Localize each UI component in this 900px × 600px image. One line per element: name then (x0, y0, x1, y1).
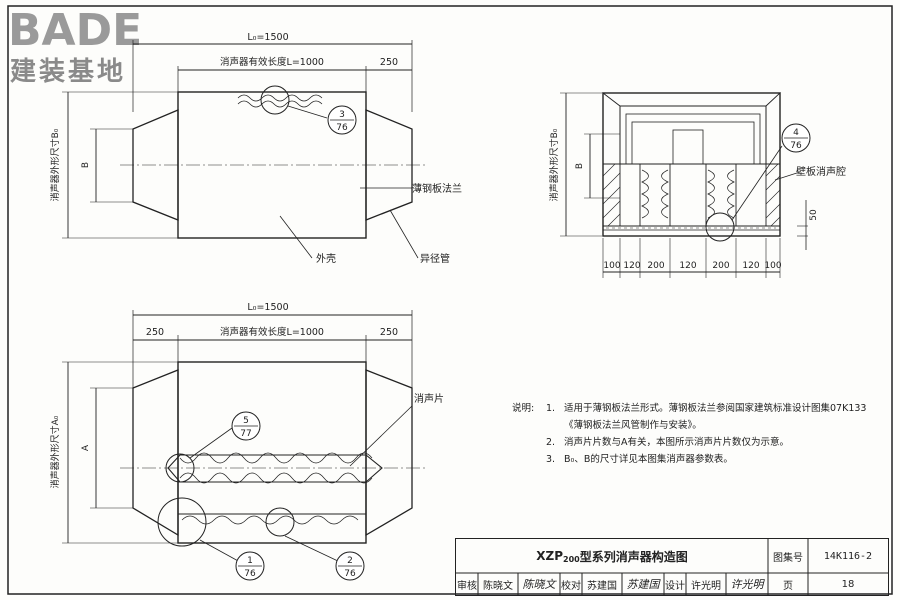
callout-3-num: 3 (339, 110, 345, 120)
callout-1-page: 76 (244, 569, 256, 579)
check-label: 校对 (561, 580, 581, 592)
detail-circle-1 (157, 497, 207, 547)
label-shell: 外壳 (316, 252, 336, 265)
section-dim-1: 100 (603, 261, 620, 271)
title-block-grid (456, 539, 888, 595)
section-dim-7: 100 (764, 261, 781, 271)
detail-circle-4 (705, 212, 735, 242)
section-dim-5: 200 (712, 261, 729, 271)
atlas-number: 14K116-2 (823, 550, 873, 562)
logo-brand: BADE (8, 5, 142, 56)
atlas-label: 图集号 (773, 552, 803, 564)
detail-circle-3 (260, 85, 290, 115)
note-2-num: 2. (546, 437, 556, 448)
note-3: 3. B₀、B的尺寸详见本图集消声器参数表。 (512, 451, 882, 468)
page-label: 页 (783, 580, 793, 592)
front-view-labels: L₀=1500 250 消声器有效长度L=1000 250 消声器外形尺寸A₀ … (49, 302, 444, 581)
front-end-left: 250 (146, 327, 164, 338)
baffle-plate (167, 454, 383, 483)
note-3-text: B₀、B的尺寸详见本图集消声器参数表。 (564, 454, 733, 465)
top-view-labels: L₀=1500 消声器有效长度L=1000 250 消声器外形尺寸B₀ B 3 … (49, 32, 462, 265)
section-view-labels: 消声器外形尺寸B₀ B 4 76 壁板消声腔 50 100 120 200 12… (548, 123, 846, 271)
callout-2-76: 2 76 (335, 551, 365, 581)
notes-heading: 说明: (512, 403, 535, 414)
section-dim-2: 120 (623, 261, 640, 271)
title-prefix: XZP (536, 549, 564, 563)
designer-name: 许光明 (691, 580, 721, 592)
callout-3-76: 3 76 (327, 105, 357, 135)
section-outer-size-label: 消声器外形尺寸B₀ (548, 128, 560, 201)
review-label: 审核 (457, 580, 477, 592)
front-outer-size-label: 消声器外形尺寸A₀ (49, 415, 61, 488)
callout-4-76: 4 76 (781, 123, 811, 153)
title-sub: 200 (563, 554, 580, 564)
note-1-text: 适用于薄钢板法兰形式。薄钢板法兰参阅国家建筑标准设计图集07K133《薄钢板法兰… (564, 403, 867, 431)
callout-3-page: 76 (336, 123, 348, 133)
designer-signature: 许光明 (730, 578, 764, 591)
title-suffix: 型系列消声器构造图 (579, 549, 688, 564)
front-inner-label: A (81, 444, 91, 451)
page-number: 18 (841, 578, 855, 590)
detail-circle-2 (265, 507, 295, 537)
front-reducer-right (365, 369, 413, 537)
front-reducer-left (132, 369, 179, 537)
section-inner-label: B (575, 163, 585, 169)
reducer-left (132, 109, 179, 221)
top-end-length: 250 (380, 57, 398, 68)
reviewer-signature: 陈晓文 (522, 578, 556, 591)
top-total-length: L₀=1500 (247, 32, 288, 43)
brand-logo: BADE 建装基地 (8, 5, 142, 87)
front-total-length: L₀=1500 (247, 302, 288, 313)
checker-signature: 苏建国 (626, 578, 660, 591)
callout-4-num: 4 (793, 128, 799, 138)
callout-5-page: 77 (240, 429, 251, 439)
top-view (62, 40, 425, 259)
front-view (62, 310, 425, 563)
note-1-num: 1. (546, 403, 556, 414)
section-dim-3: 200 (647, 261, 664, 271)
callout-5-77: 5 77 (231, 411, 261, 441)
top-effective-length: 消声器有效长度L=1000 (220, 56, 324, 68)
label-baffle: 消声片 (414, 392, 444, 405)
detail-circle-5 (165, 453, 195, 483)
label-flange: 薄钢板法兰 (412, 182, 462, 195)
callout-2-page: 76 (344, 569, 356, 579)
reducer-right (365, 109, 413, 221)
section-dim-50: 50 (809, 209, 819, 221)
section-dim-6: 120 (742, 261, 759, 271)
design-label: 设计 (665, 580, 685, 592)
section-view (560, 92, 808, 278)
note-1: 说明: 1. 适用于薄钢板法兰形式。薄钢板法兰参阅国家建筑标准设计图集07K13… (512, 400, 882, 434)
callout-1-num: 1 (247, 556, 253, 566)
note-2: 2. 消声片片数与A有关，本图所示消声片片数仅为示意。 (512, 434, 882, 451)
callout-5-num: 5 (243, 416, 249, 426)
section-dim-4: 120 (679, 261, 696, 271)
top-outer-size-label: 消声器外形尺寸B₀ (49, 128, 61, 201)
callout-4-page: 76 (790, 141, 802, 151)
checker-name: 苏建国 (587, 580, 617, 592)
label-cavity: 壁板消声腔 (796, 165, 846, 178)
note-2-text: 消声片片数与A有关，本图所示消声片片数仅为示意。 (564, 437, 789, 448)
note-3-num: 3. (546, 454, 556, 465)
top-inner-label: B (81, 162, 91, 168)
sheet-frame (7, 5, 893, 595)
front-effective-length: 消声器有效长度L=1000 (220, 326, 324, 338)
callout-2-num: 2 (347, 556, 353, 566)
reviewer-name: 陈晓文 (483, 580, 513, 592)
callout-1-76: 1 76 (235, 551, 265, 581)
logo-subtitle: 建装基地 (10, 57, 126, 87)
front-shell (177, 361, 367, 544)
label-reducer: 异径管 (420, 252, 450, 265)
front-end-right: 250 (380, 327, 398, 338)
notes-block: 说明: 1. 适用于薄钢板法兰形式。薄钢板法兰参阅国家建筑标准设计图集07K13… (512, 400, 882, 468)
